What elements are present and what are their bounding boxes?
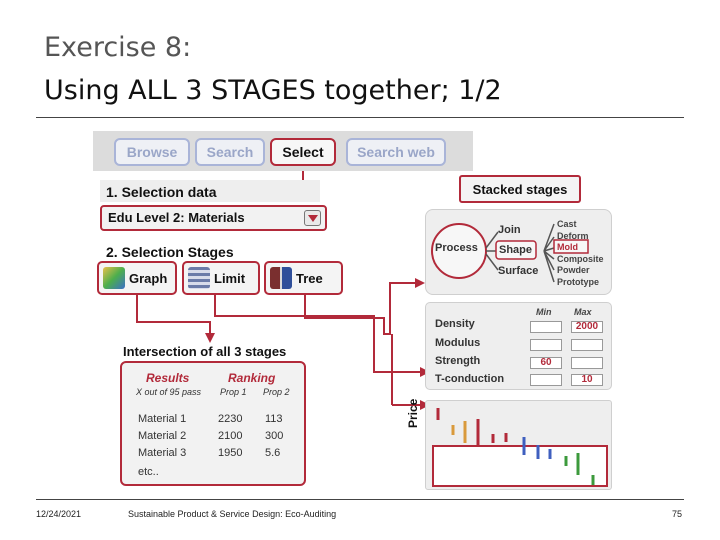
dropdown-value: Edu Level 2: Materials [108,210,245,225]
graph-icon [103,267,125,289]
ranking-header: Ranking [228,371,276,385]
title-divider [36,117,684,118]
footer-date: 12/24/2021 [36,509,82,519]
join-node[interactable]: Join [498,224,521,236]
tree-item-mold[interactable]: Mold [557,242,578,252]
limit-label: Limit [214,270,246,286]
slide-title-line1: Exercise 8: [44,32,192,63]
intersection-title: Intersection of all 3 stages [123,344,287,359]
tree-stage-button[interactable]: Tree [264,261,343,295]
footer-divider [36,499,684,500]
limit-icon [188,267,210,289]
limits-panel: Min Max Density 2000 Modulus Strength 60… [425,302,612,390]
footer-page-number: 75 [672,509,683,519]
limit-label-strength: Strength [435,355,481,367]
selection-data-band [100,180,320,202]
result-row-2-prop2: 300 [265,430,284,442]
graph-stage-button[interactable]: Graph [97,261,177,295]
limit-label-t-conduction: T-conduction [435,373,505,385]
select-tab[interactable]: Select [270,138,336,166]
results-etc: etc.. [138,466,159,478]
tree-icon [270,267,292,289]
results-subheader-prop2: Prop 2 [263,387,290,397]
limit-label-modulus: Modulus [435,337,481,349]
results-subheader-count: X out of 95 pass [136,387,202,397]
result-row-3-prop2: 5.6 [265,447,281,459]
shape-node[interactable]: Shape [499,244,533,256]
stacked-stages-label: Stacked stages [459,175,581,203]
process-node[interactable]: Process [435,242,478,254]
strength-max-input[interactable] [571,357,603,369]
chevron-down-icon[interactable] [304,210,321,226]
selection-data-heading: 1. Selection data [106,184,217,200]
modulus-max-input[interactable] [571,339,603,351]
result-row-1-prop1: 2230 [218,413,243,425]
slide-title: Exercise 8: Using ALL 3 STAGES together;… [44,26,502,112]
results-subheader-prop1: Prop 1 [220,387,247,397]
selection-stages-heading: 2. Selection Stages [106,244,234,260]
tree-item-composite[interactable]: Composite [557,254,604,264]
tree-panel: Process Join Shape Surface Cast Deform M… [425,209,612,295]
tree-diagram [431,223,589,283]
tree-item-powder[interactable]: Powder [557,265,590,275]
strength-min-input[interactable]: 60 [530,357,562,369]
result-row-3-prop1: 1950 [218,447,243,459]
t-conduction-max-input[interactable]: 10 [571,374,603,386]
result-row-3-name[interactable]: Material 3 [138,447,187,459]
tree-label: Tree [296,270,323,286]
limit-label-density: Density [435,318,475,330]
min-header: Min [536,307,552,317]
graph-bars [436,408,595,485]
footer-course: Sustainable Product & Service Design: Ec… [128,509,337,519]
density-min-input[interactable] [530,321,562,333]
slide-title-line2: Using ALL 3 STAGES together; 1/2 [44,75,502,106]
results-header: Results [146,371,190,385]
tree-item-prototype[interactable]: Prototype [557,277,600,287]
graph-panel [425,400,612,490]
tree-item-deform[interactable]: Deform [557,231,589,241]
limit-stage-button[interactable]: Limit [182,261,260,295]
result-row-1-name[interactable]: Material 1 [138,413,187,425]
result-row-2-name[interactable]: Material 2 [138,430,187,442]
price-axis-label: Price [406,398,420,428]
graph-y-axis-label-wrap: Price [404,399,422,428]
selection-data-dropdown[interactable]: Edu Level 2: Materials [100,205,327,231]
max-header: Max [574,307,592,317]
result-row-2-prop1: 2100 [218,430,243,442]
density-max-input[interactable]: 2000 [571,321,603,333]
browse-tab[interactable]: Browse [114,138,190,166]
results-box: Results Ranking X out of 95 pass Prop 1 … [120,361,306,486]
search-web-tab[interactable]: Search web [346,138,446,166]
graph-label: Graph [129,270,168,286]
result-row-1-prop2: 113 [265,413,283,425]
t-conduction-min-input[interactable] [530,374,562,386]
tree-item-cast[interactable]: Cast [557,219,577,229]
search-tab[interactable]: Search [195,138,265,166]
surface-node[interactable]: Surface [498,265,539,277]
modulus-min-input[interactable] [530,339,562,351]
